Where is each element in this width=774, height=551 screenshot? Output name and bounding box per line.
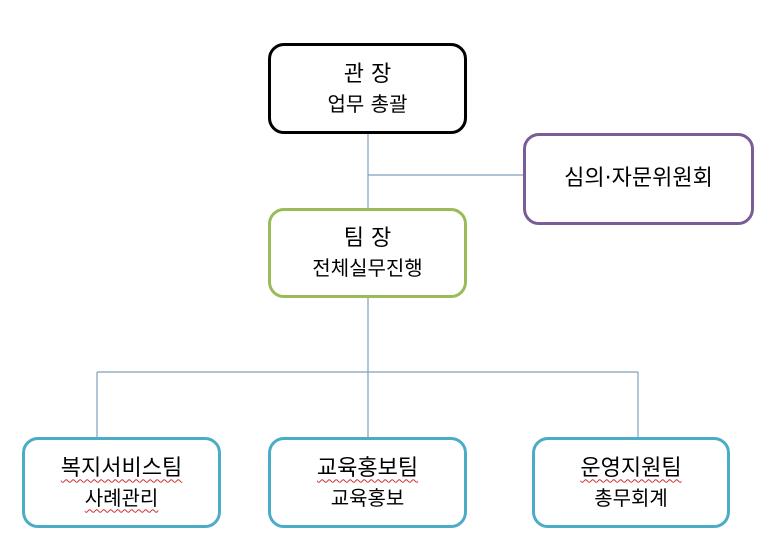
education-team-duty: 교육홍보	[330, 485, 405, 510]
committee-box: 심의·자문위원회	[523, 133, 754, 225]
committee-title: 심의·자문위원회	[564, 166, 713, 191]
team-lead-box: 팀 장 전체실무진행	[268, 208, 467, 298]
operations-team-box: 운영지원팀 총무회계	[532, 437, 730, 528]
director-duty: 업무 총괄	[327, 91, 408, 116]
education-team-box: 교육홍보팀 교육홍보	[268, 437, 467, 528]
welfare-team-title: 복지서비스팀	[60, 455, 183, 481]
education-team-title: 교육홍보팀	[316, 455, 419, 481]
director-box: 관 장 업무 총괄	[268, 43, 467, 134]
welfare-team-box: 복지서비스팀 사례관리	[22, 437, 221, 528]
operations-team-duty: 총무회계	[594, 485, 668, 510]
director-title: 관 장	[343, 61, 392, 87]
team-lead-duty: 전체실무진행	[312, 256, 423, 280]
welfare-team-duty: 사례관리	[84, 485, 159, 510]
operations-team-title: 운영지원팀	[580, 455, 682, 481]
team-lead-title: 팀 장	[343, 226, 392, 251]
